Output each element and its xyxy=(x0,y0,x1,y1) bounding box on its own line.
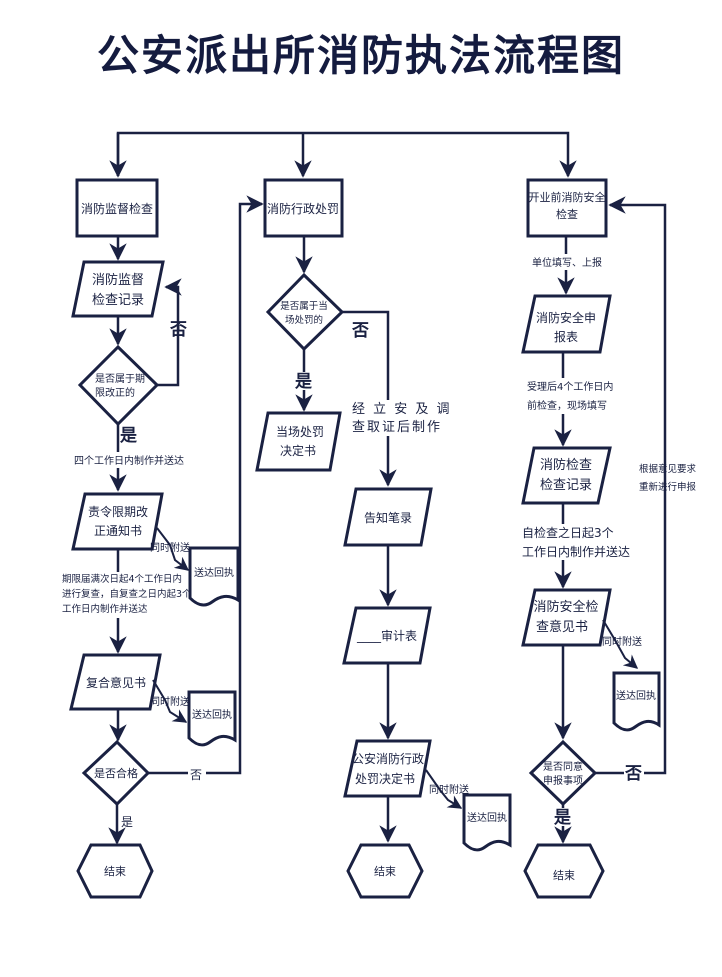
label-safety-opinion-2: 查意见书 xyxy=(536,619,588,635)
doc-review-opinion xyxy=(69,653,162,711)
label-decision-qualified: 是否合格 xyxy=(94,766,138,780)
label-attach-1: 同时附送 xyxy=(150,541,190,554)
label-end-right: 结束 xyxy=(553,869,575,882)
doc-inspection-record xyxy=(71,260,165,318)
doc-rectification-notice xyxy=(71,492,164,551)
note-inspect-2: 前检查，现场填写 xyxy=(527,399,607,412)
label-audit-form: ____审计表 xyxy=(356,628,417,643)
doc-penalty-decision xyxy=(343,739,432,798)
right-column: 开业前消防安全 检查 单位填写、上报 消防安全申 报表 受理后4个工作日内 前检… xyxy=(520,178,697,899)
label-no-right: 否 xyxy=(624,764,642,784)
label-rectification-notice-2: 正通知书 xyxy=(94,524,142,538)
page-title: 公安派出所消防执法流程图 xyxy=(96,31,625,80)
label-review-opinion: 复合意见书 xyxy=(86,675,146,690)
note-inspect-1: 受理后4个工作日内 xyxy=(527,380,613,393)
label-receipt-2: 送达回执 xyxy=(192,708,232,721)
label-fire-supervision-inspection: 消防监督检查 xyxy=(81,201,153,216)
note-review-3: 工作日内制作并送达 xyxy=(62,603,148,615)
label-onsite-doc-2: 决定书 xyxy=(280,443,316,458)
label-pre-opening-2: 检查 xyxy=(556,207,578,221)
note-deliver-2: 工作日内制作并送达 xyxy=(522,544,630,559)
label-attach-right: 同时附送 xyxy=(602,635,642,648)
doc-onsite-penalty-decision xyxy=(255,411,342,472)
label-rectification-notice-1: 责令限期改 xyxy=(88,504,148,519)
label-pre-opening-1: 开业前消防安全 xyxy=(529,190,606,204)
decision-agree-application xyxy=(528,739,598,807)
label-no-1: 否 xyxy=(169,320,187,340)
decision-correction-required xyxy=(77,344,160,427)
note-fill-report: 单位填写、上报 xyxy=(532,256,602,269)
terminator-end-middle xyxy=(346,843,424,899)
label-attach-middle: 同时附送 xyxy=(429,783,469,796)
label-decision-agree-2: 申报事项 xyxy=(543,774,583,787)
label-decision-agree-1: 是否同意 xyxy=(543,760,583,773)
doc-notification-record xyxy=(343,487,433,547)
label-no-middle: 否 xyxy=(351,321,369,341)
terminator-end-left xyxy=(76,843,154,899)
label-end-middle: 结束 xyxy=(374,865,396,878)
doc-receipt-right xyxy=(612,671,661,732)
top-connector xyxy=(109,131,577,178)
doc-safety-application xyxy=(521,294,612,354)
doc-inspection-record-right xyxy=(521,446,612,505)
note-resubmit-1: 根据意见要求 xyxy=(639,463,697,475)
middle-column: 消防行政处罚 是否属于当 场处罚的 否 是 当场处罚 决定书 经 立 安 及 调… xyxy=(255,178,512,899)
label-attach-2: 同时附送 xyxy=(150,695,190,708)
note-four-working-days: 四个工作日内制作并送达 xyxy=(74,454,184,467)
doc-receipt-2 xyxy=(187,690,237,747)
left-column: 消防监督检查 消防监督 检查记录 是否属于期 限改正的 否 是 四个工作日内制作… xyxy=(60,178,264,899)
box-administrative-penalty xyxy=(263,178,344,238)
label-safety-opinion-1: 消防安全检 xyxy=(533,599,598,615)
doc-receipt-middle xyxy=(462,793,512,852)
label-onsite-doc-1: 当场处罚 xyxy=(276,425,324,439)
label-decision-correction-1: 是否属于期 xyxy=(95,373,145,385)
terminator-end-right xyxy=(523,843,605,899)
label-inspection-record-2: 检查记录 xyxy=(92,293,144,308)
box-fire-supervision-inspection xyxy=(75,178,159,238)
label-administrative-penalty: 消防行政处罚 xyxy=(267,201,339,216)
label-inspect-record-2: 检查记录 xyxy=(540,478,592,493)
label-receipt-right: 送达回执 xyxy=(616,689,656,702)
note-resubmit-2: 重新进行申报 xyxy=(639,481,697,493)
label-penalty-decision-1: 公安消防行政 xyxy=(352,751,424,766)
box-pre-opening-inspection xyxy=(526,178,608,238)
label-inspect-record-1: 消防检查 xyxy=(540,457,592,473)
label-notification-record: 告知笔录 xyxy=(364,510,412,525)
label-yes-1: 是 xyxy=(120,426,137,446)
note-deliver-1: 自检查之日起3个 xyxy=(522,525,614,540)
label-decision-onsite-2: 场处罚的 xyxy=(285,314,323,326)
label-safety-application-2: 报表 xyxy=(554,329,578,344)
doc-receipt-1 xyxy=(188,546,240,607)
doc-audit-form xyxy=(342,606,432,665)
note-review-2: 进行复查，自复查之日内起3个 xyxy=(62,588,192,600)
note-case-2: 查取证后制作 xyxy=(352,420,442,435)
decision-onsite-penalty xyxy=(265,272,345,352)
note-case-1: 经 立 安 及 调 xyxy=(352,402,452,417)
label-receipt-1: 送达回执 xyxy=(194,566,234,579)
label-end-left: 结束 xyxy=(104,865,126,878)
label-safety-application-1: 消防安全申 xyxy=(536,310,596,325)
label-yes-right: 是 xyxy=(554,808,571,828)
label-yes-middle: 是 xyxy=(295,372,312,392)
label-no-2: 否 xyxy=(190,768,202,782)
label-inspection-record-1: 消防监督 xyxy=(92,272,144,288)
label-receipt-middle: 送达回执 xyxy=(467,811,507,824)
label-decision-correction-2: 限改正的 xyxy=(95,386,135,399)
label-decision-onsite-1: 是否属于当 xyxy=(280,300,328,312)
label-penalty-decision-2: 处罚决定书 xyxy=(355,771,415,786)
note-review-1: 期限届满次日起4个工作日内 xyxy=(62,573,182,585)
doc-safety-opinion xyxy=(521,588,612,647)
label-yes-2: 是 xyxy=(121,815,133,829)
